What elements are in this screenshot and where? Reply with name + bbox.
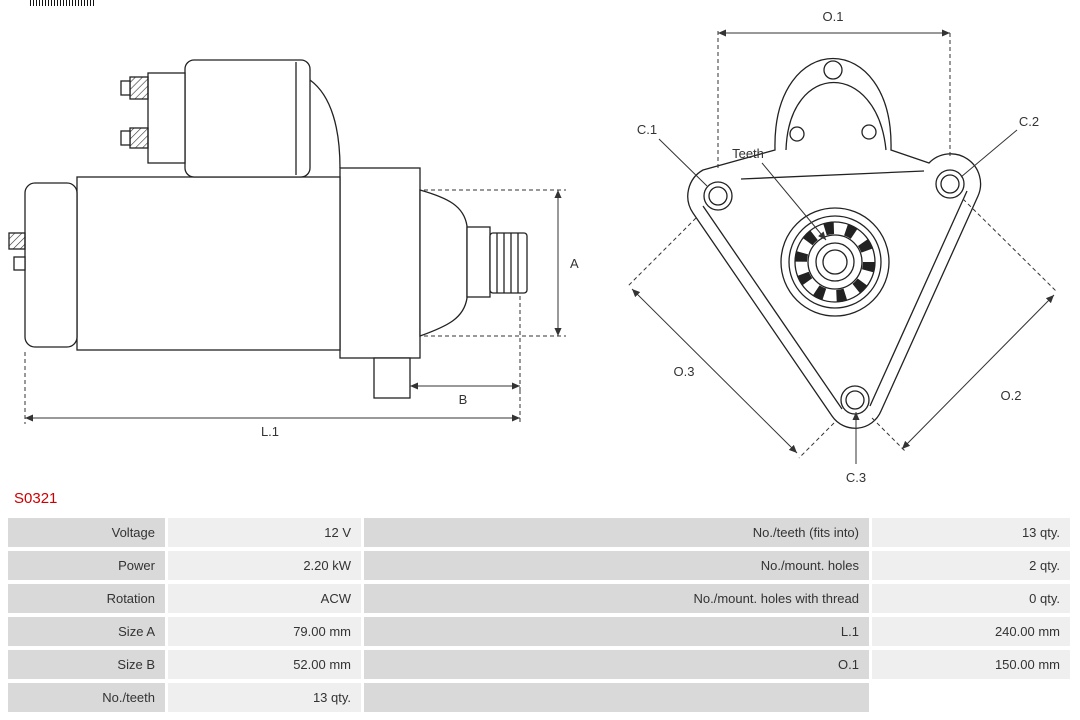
spec-value: ACW [168, 584, 361, 613]
hole-c3-label: C.3 [846, 470, 866, 485]
rear-terminal-stud [8, 232, 26, 250]
spec-label: No./mount. holes with thread [364, 584, 869, 613]
dim-o1-label: O.1 [823, 9, 844, 24]
rear-terminal-block [13, 256, 26, 271]
spec-label: No./mount. holes [364, 551, 869, 580]
leader-c2 [960, 129, 1018, 178]
shaft [466, 226, 491, 298]
spec-value: 79.00 mm [168, 617, 361, 646]
dome-inner-line [785, 82, 887, 151]
leader-c1 [658, 138, 708, 187]
spec-label: Power [8, 551, 165, 580]
flange-inner-top [740, 170, 925, 180]
dimension-l1 [24, 352, 521, 424]
solenoid-terminal-lower-tip [120, 130, 131, 146]
spec-label: Rotation [8, 584, 165, 613]
spec-value [872, 683, 1070, 712]
spec-value: 240.00 mm [872, 617, 1070, 646]
spec-label: L.1 [364, 617, 869, 646]
solenoid-front-cap [147, 72, 186, 164]
teeth-label: Teeth [732, 146, 764, 161]
spec-label: Voltage [8, 518, 165, 547]
spec-label: Size A [8, 617, 165, 646]
nose-cone [419, 189, 468, 337]
spec-value: 0 qty. [872, 584, 1070, 613]
solenoid-terminal-upper [129, 76, 149, 100]
spec-value: 52.00 mm [168, 650, 361, 679]
mounting-hole-c2 [935, 169, 965, 199]
spec-label: Size B [8, 650, 165, 679]
dome-bolt-right [861, 124, 877, 140]
dimension-o3 [627, 217, 835, 459]
mounting-foot [373, 357, 411, 399]
dome-bolt-left [789, 126, 805, 142]
leader-teeth [761, 162, 827, 241]
spec-label: No./teeth [8, 683, 165, 712]
motor-body [76, 176, 341, 351]
spec-value: 2 qty. [872, 551, 1070, 580]
solenoid-terminal-upper-tip [120, 80, 131, 96]
front-view-dimensions [627, 29, 1057, 464]
pinion-front [780, 207, 890, 317]
dimension-o2 [871, 198, 1057, 453]
spec-label: O.1 [364, 650, 869, 679]
pinion-gear [489, 232, 528, 294]
barcode-fragment [30, 0, 94, 6]
solenoid-brace [309, 79, 341, 169]
hole-c2-label: C.2 [1019, 114, 1039, 129]
hole-c1-label: C.1 [637, 122, 657, 137]
dim-o2-label: O.2 [1001, 388, 1022, 403]
solenoid-terminal-lower [129, 127, 149, 149]
spec-label [364, 683, 869, 712]
solenoid-body [184, 59, 311, 178]
rear-endcap [24, 182, 78, 348]
spec-value: 2.20 kW [168, 551, 361, 580]
starter-front-view [687, 57, 982, 429]
dim-l1-label: L.1 [261, 424, 279, 439]
dimension-a [424, 189, 566, 337]
mounting-hole-c1 [703, 181, 733, 211]
dim-o3-label: O.3 [674, 364, 695, 379]
spec-value: 12 V [168, 518, 361, 547]
dimension-o1 [717, 29, 951, 168]
top-hole [823, 60, 843, 80]
dim-b-label: B [459, 392, 468, 407]
drive-housing [339, 167, 421, 359]
dimension-b [410, 296, 521, 390]
spec-label: No./teeth (fits into) [364, 518, 869, 547]
part-number: S0321 [14, 490, 58, 507]
starter-side-view [8, 59, 528, 399]
spec-value: 150.00 mm [872, 650, 1070, 679]
side-view-dimensions [24, 189, 566, 424]
technical-drawing: A B L.1 [8, 9, 1057, 485]
spec-value: 13 qty. [168, 683, 361, 712]
spec-value: 13 qty. [872, 518, 1070, 547]
dim-a-label: A [570, 256, 579, 271]
spec-table: Voltage 12 V No./teeth (fits into) 13 qt… [8, 518, 1070, 712]
